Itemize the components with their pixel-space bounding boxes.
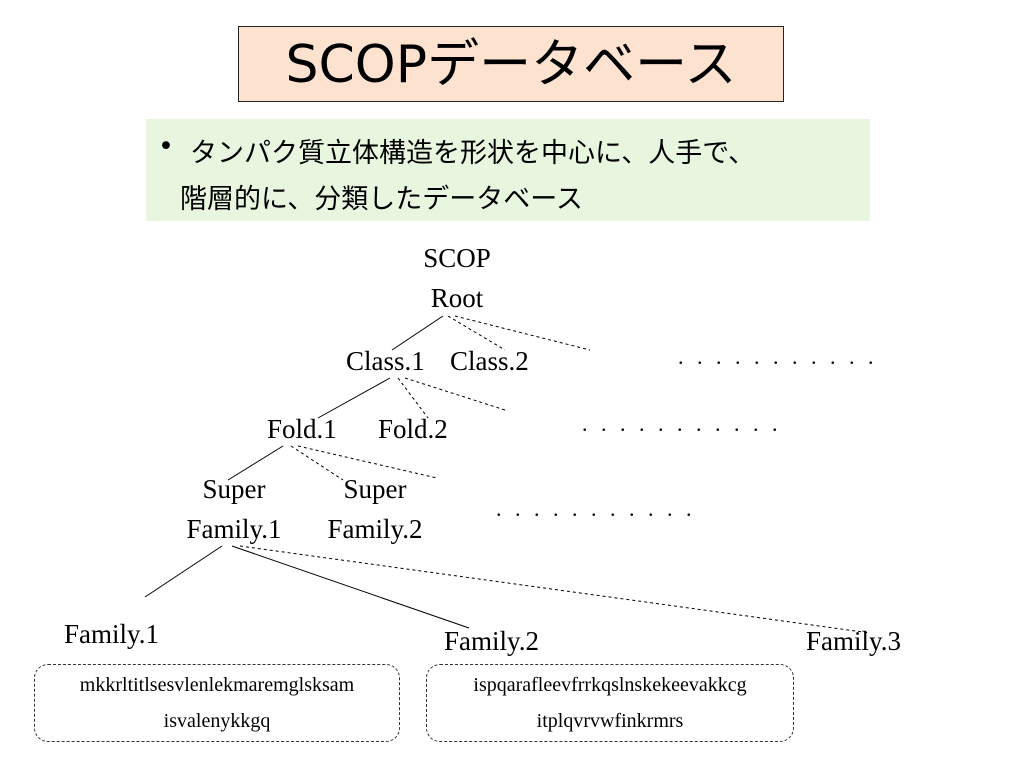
edge-class1-fold2: [397, 377, 429, 419]
sequence-box-2: ispqarafleevfrrkqslnskekeevakkcg itplqvr…: [426, 664, 794, 742]
superfamily-1-line-2: Family.1: [186, 514, 282, 544]
slide-title: SCOPデータベース: [238, 26, 784, 102]
sequence-1-line-2: isvalenykkgq: [163, 710, 271, 732]
class-node-1: Class.1: [346, 346, 425, 376]
sequence-box-1: mkkrltitlsesvlenlekmaremglsksam isvaleny…: [34, 664, 400, 742]
edge-fold1-superfamily2: [290, 445, 344, 481]
superfamily-node-1: Super Family.1: [170, 469, 298, 549]
superfamily-2-line-1: Super: [343, 474, 407, 504]
edge-class1-fold1: [317, 377, 391, 419]
edge-root-class1: [391, 315, 444, 351]
description-line-1: タンパク質立体構造を形状を中心に、人手で、: [190, 138, 756, 169]
superfamily-1-line-1: Super: [202, 474, 266, 504]
fold-node-2: Fold.2: [378, 414, 448, 444]
sequence-2-line-1: ispqarafleevfrrkqslnskekeevakkcg: [473, 674, 747, 696]
sequence-2-line-2: itplqvrvwfinkrmrs: [536, 710, 684, 732]
description-line-2: 階層的に、分類したデータベース: [180, 184, 583, 215]
root-node-line-2: Root: [430, 283, 484, 313]
edge-root-class2: [447, 315, 506, 351]
root-node-line-1: SCOP: [423, 243, 491, 273]
description-box: • タンパク質立体構造を形状を中心に、人手で、 階層的に、分類したデータベース: [146, 119, 870, 221]
edge-root-more: [454, 315, 591, 351]
edge-superfamily1-family1: [144, 545, 223, 598]
sequence-1-line-1: mkkrltitlsesvlenlekmaremglsksam: [79, 674, 355, 696]
superfamily-ellipsis: . . . . . . . . . . .: [496, 496, 696, 521]
edge-superfamily1-family2: [231, 545, 470, 629]
class-node-2: Class.2: [450, 346, 529, 376]
class-ellipsis: . . . . . . . . . . .: [678, 344, 878, 369]
fold-ellipsis: . . . . . . . . . . .: [582, 411, 782, 436]
edge-superfamily1-family3: [239, 545, 871, 634]
bullet-marker: •: [158, 131, 174, 162]
family-node-3: Family.3: [806, 626, 902, 656]
fold-node-1: Fold.1: [267, 414, 337, 444]
family-node-2: Family.2: [444, 626, 540, 656]
family-node-1: Family.1: [64, 619, 160, 649]
edge-class1-more: [404, 377, 506, 411]
superfamily-2-line-2: Family.2: [327, 514, 423, 544]
root-node: SCOP Root: [397, 238, 517, 318]
superfamily-node-2: Super Family.2: [311, 469, 439, 549]
edge-fold1-superfamily1: [227, 445, 284, 481]
